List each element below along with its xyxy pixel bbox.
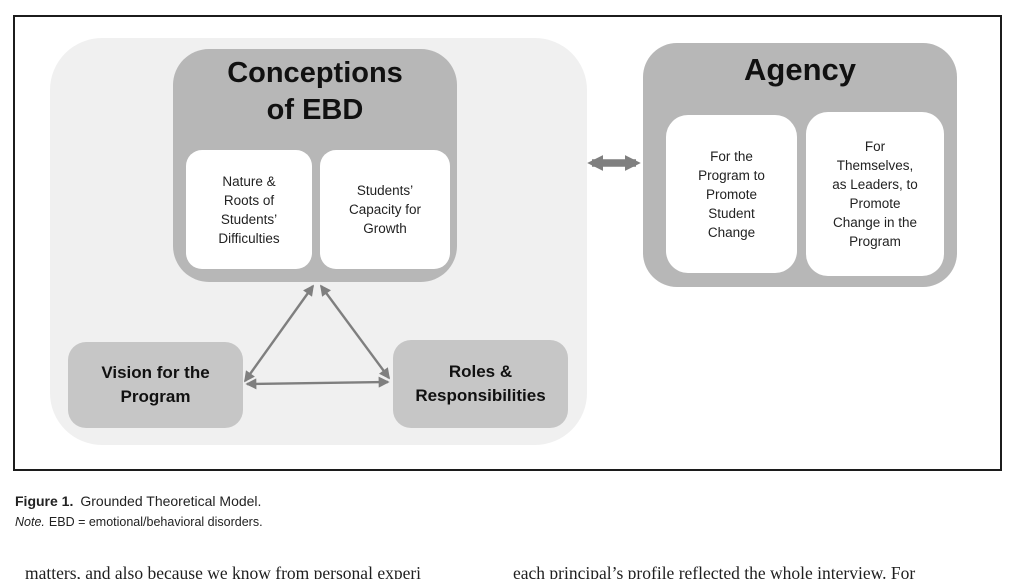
figure-note-label: Note. <box>15 515 45 529</box>
students-capacity-label: Students’ Capacity for Growth <box>348 183 422 236</box>
figure-caption-text: Grounded Theoretical Model. <box>80 493 262 509</box>
nature-roots-label: Nature & Roots of Students’ Difficulties <box>218 173 280 246</box>
figure-frame: Conceptions of EBD Nature & Roots of Stu… <box>13 15 1002 471</box>
figure-note: Note.EBD = emotional/behavioral disorder… <box>15 514 263 530</box>
nature-roots-box: Nature & Roots of Students’ Difficulties <box>186 150 312 269</box>
conceptions-title: Conceptions of EBD <box>227 57 403 126</box>
agency-themselves-label: For Themselves, as Leaders, to Promote C… <box>832 139 918 249</box>
figure-note-text: EBD = emotional/behavioral disorders. <box>48 515 263 529</box>
agency-themselves-box: For Themselves, as Leaders, to Promote C… <box>806 112 944 276</box>
roles-responsibilities-label: Roles & Responsibilities <box>415 362 546 405</box>
roles-responsibilities-box: Roles & Responsibilities <box>393 340 568 428</box>
figure-caption-label: Figure 1. <box>15 493 74 509</box>
vision-for-program-box: Vision for the Program <box>68 342 243 428</box>
agency-program-change-label: For the Program to Promote Student Chang… <box>698 148 765 240</box>
conceptions-of-ebd-box: Conceptions of EBD Nature & Roots of Stu… <box>173 49 457 282</box>
body-text-left-column: matters, and also because we know from p… <box>25 563 422 579</box>
students-capacity-box: Students’ Capacity for Growth <box>320 150 450 269</box>
vision-for-program-label: Vision for the Program <box>101 363 210 406</box>
agency-program-change-box: For the Program to Promote Student Chang… <box>666 115 797 273</box>
agency-title: Agency <box>744 52 856 87</box>
figure-caption: Figure 1. Grounded Theoretical Model. <box>15 492 261 510</box>
grounded-model-container: Conceptions of EBD Nature & Roots of Stu… <box>50 38 587 445</box>
body-text-right-column: each principal’s profile reflected the w… <box>513 563 916 579</box>
agency-box: Agency For the Program to Promote Studen… <box>643 43 957 287</box>
